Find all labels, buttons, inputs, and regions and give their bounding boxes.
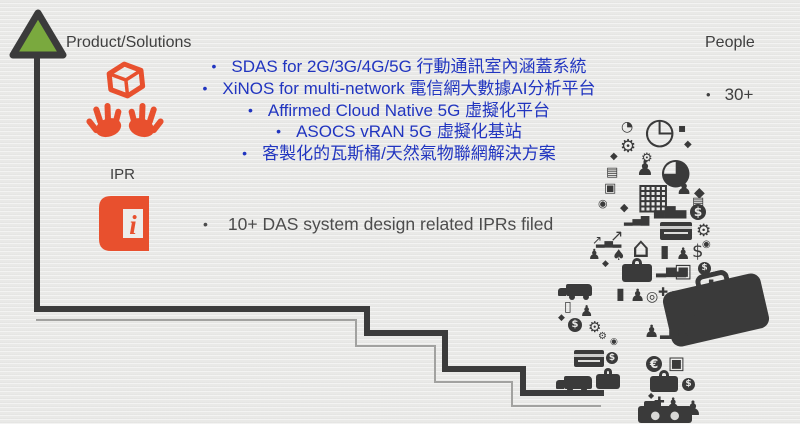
- wrench-icon: ✚: [654, 395, 665, 410]
- gear-icon: ⚙: [668, 289, 678, 302]
- droplet-icon: ◆: [648, 391, 655, 400]
- ipr-label: IPR: [110, 166, 136, 183]
- list-item: 客製化的瓦斯桶/天然氣物聯網解決方案: [178, 143, 620, 165]
- phone-icon: ▮: [660, 242, 670, 262]
- bar-chart-icon: ▂▅▃: [660, 325, 688, 339]
- truck-icon: [558, 284, 592, 300]
- staircase-line-segment: [34, 52, 40, 310]
- staircase-shadow-line: [434, 345, 436, 383]
- person-icon: ♟: [684, 396, 702, 420]
- staircase-shadow-line: [355, 345, 435, 347]
- droplet-icon: ◆: [602, 259, 609, 269]
- droplet-icon: ◆: [620, 201, 629, 214]
- coin-icon: ◉: [702, 239, 711, 250]
- fuel-pump-icon: ▯: [564, 299, 572, 315]
- droplet-icon: ◆: [694, 185, 705, 201]
- trend-up-icon: ↗: [592, 233, 603, 247]
- briefcase-icon: [596, 368, 620, 389]
- person-icon: ♟: [636, 156, 654, 180]
- list-item: SDAS for 2G/3G/4G/5G 行動通訊室內涵蓋系統: [178, 56, 620, 78]
- bar-chart-icon: ▂▄▂: [596, 235, 622, 248]
- dollar-coin-icon: $: [690, 204, 706, 220]
- staircase-shadow-line: [511, 405, 601, 407]
- grid-icon: ▤: [606, 165, 619, 180]
- person-icon: ♟: [644, 322, 660, 342]
- monitor-icon: ▣: [604, 181, 617, 196]
- staircase-line-segment: [364, 330, 448, 336]
- dot-icon: ▪: [678, 121, 687, 135]
- coin-icon: ◉: [598, 197, 608, 210]
- list-item: Affirmed Cloud Native 5G 虛擬化平台: [178, 100, 620, 122]
- sort-arrows-icon: ◆: [678, 327, 688, 341]
- bar-chart-icon: ▂▅▃: [656, 263, 686, 278]
- magnifier-icon: ◎: [646, 289, 659, 305]
- gear-icon: ⚙: [598, 331, 607, 342]
- person-icon: ♟: [666, 394, 681, 413]
- phone-icon: ▮: [616, 284, 625, 303]
- dollar-coin-icon: $: [698, 262, 711, 275]
- monitor-icon: ▣: [674, 260, 692, 282]
- house-icon: ⌂: [632, 231, 650, 264]
- list-item: ASOCS vRAN 5G 虛擬化基站: [178, 121, 620, 143]
- dollar-coin-icon: $: [568, 318, 582, 332]
- staircase-line-segment: [442, 330, 448, 372]
- droplet-icon: ◆: [684, 139, 692, 150]
- gear-icon: ⚙: [588, 318, 602, 336]
- briefcase-icon: [650, 370, 678, 392]
- person-icon: ♟: [588, 247, 601, 263]
- people-label: People: [705, 34, 755, 51]
- dollar-coin-icon: $: [606, 352, 618, 364]
- monitor-icon: ▣: [668, 353, 686, 374]
- bar-chart-icon: ▂▄▆: [624, 213, 650, 226]
- gear-icon: ⚙: [696, 221, 712, 241]
- person-icon: ♟: [630, 286, 646, 306]
- staircase-line-segment: [34, 306, 370, 312]
- product-bullet-list: SDAS for 2G/3G/4G/5G 行動通訊室內涵蓋系統 XiNOS fo…: [178, 56, 620, 165]
- gear-icon: ⚙: [641, 151, 653, 166]
- clock-icon: ◷: [644, 111, 676, 152]
- euro-coin-icon: €: [646, 356, 662, 372]
- truck-icon: [555, 376, 592, 393]
- dollar-coin-icon: $: [682, 378, 695, 391]
- camera-icon: [638, 401, 692, 423]
- dot-icon: ▪: [708, 277, 715, 287]
- list-item: XiNOS for multi-network 電信網大數據AI分析平台: [178, 78, 620, 100]
- gear-icon: ⚙: [700, 267, 711, 281]
- credit-card-icon: [660, 222, 692, 240]
- svg-text:i: i: [129, 210, 137, 240]
- briefcase-icon: [660, 271, 772, 349]
- ipr-bullet-item: 10+ DAS system design related IPRs filed: [203, 214, 553, 235]
- coin-icon: ◉: [610, 337, 618, 347]
- staircase-shadow-line: [511, 381, 513, 407]
- monitor-icon: ▣: [666, 302, 686, 326]
- staircase-shadow-line: [355, 319, 357, 347]
- staircase-line-segment: [520, 390, 604, 396]
- droplet-icon: ◆: [690, 313, 698, 324]
- product-solutions-label: Product/Solutions: [66, 34, 192, 51]
- staircase-line-segment: [520, 366, 526, 396]
- person-icon: ♟: [580, 302, 594, 320]
- trend-up-icon: ↗: [610, 226, 624, 245]
- droplet-icon: ◆: [558, 313, 565, 323]
- book-info-icon: i: [99, 196, 149, 251]
- factory-icon: ▄▆▄: [654, 203, 687, 219]
- dollar-icon: $: [692, 241, 704, 262]
- staircase-shadow-line: [434, 381, 512, 383]
- person-icon: ♟: [676, 178, 693, 199]
- staircase-shadow-line: [36, 319, 356, 321]
- money-bag-icon: ♠: [612, 246, 626, 264]
- credit-card-icon: [574, 350, 604, 367]
- grid-icon: ▤: [692, 195, 705, 210]
- pie-chart-icon: ◕: [660, 151, 692, 192]
- calculator-icon: ▦: [636, 176, 671, 217]
- briefcase-icon: [622, 258, 652, 282]
- plus-icon: ✚: [658, 285, 669, 299]
- people-count-item: 30+: [706, 85, 754, 105]
- person-icon: ♟: [676, 244, 691, 263]
- gear-icon: ⚙: [620, 136, 637, 157]
- package-in-hands-icon: [86, 61, 164, 138]
- staircase-line-segment: [442, 366, 526, 372]
- staircase-line-segment: [364, 306, 370, 336]
- stopwatch-icon: ◔: [621, 119, 634, 135]
